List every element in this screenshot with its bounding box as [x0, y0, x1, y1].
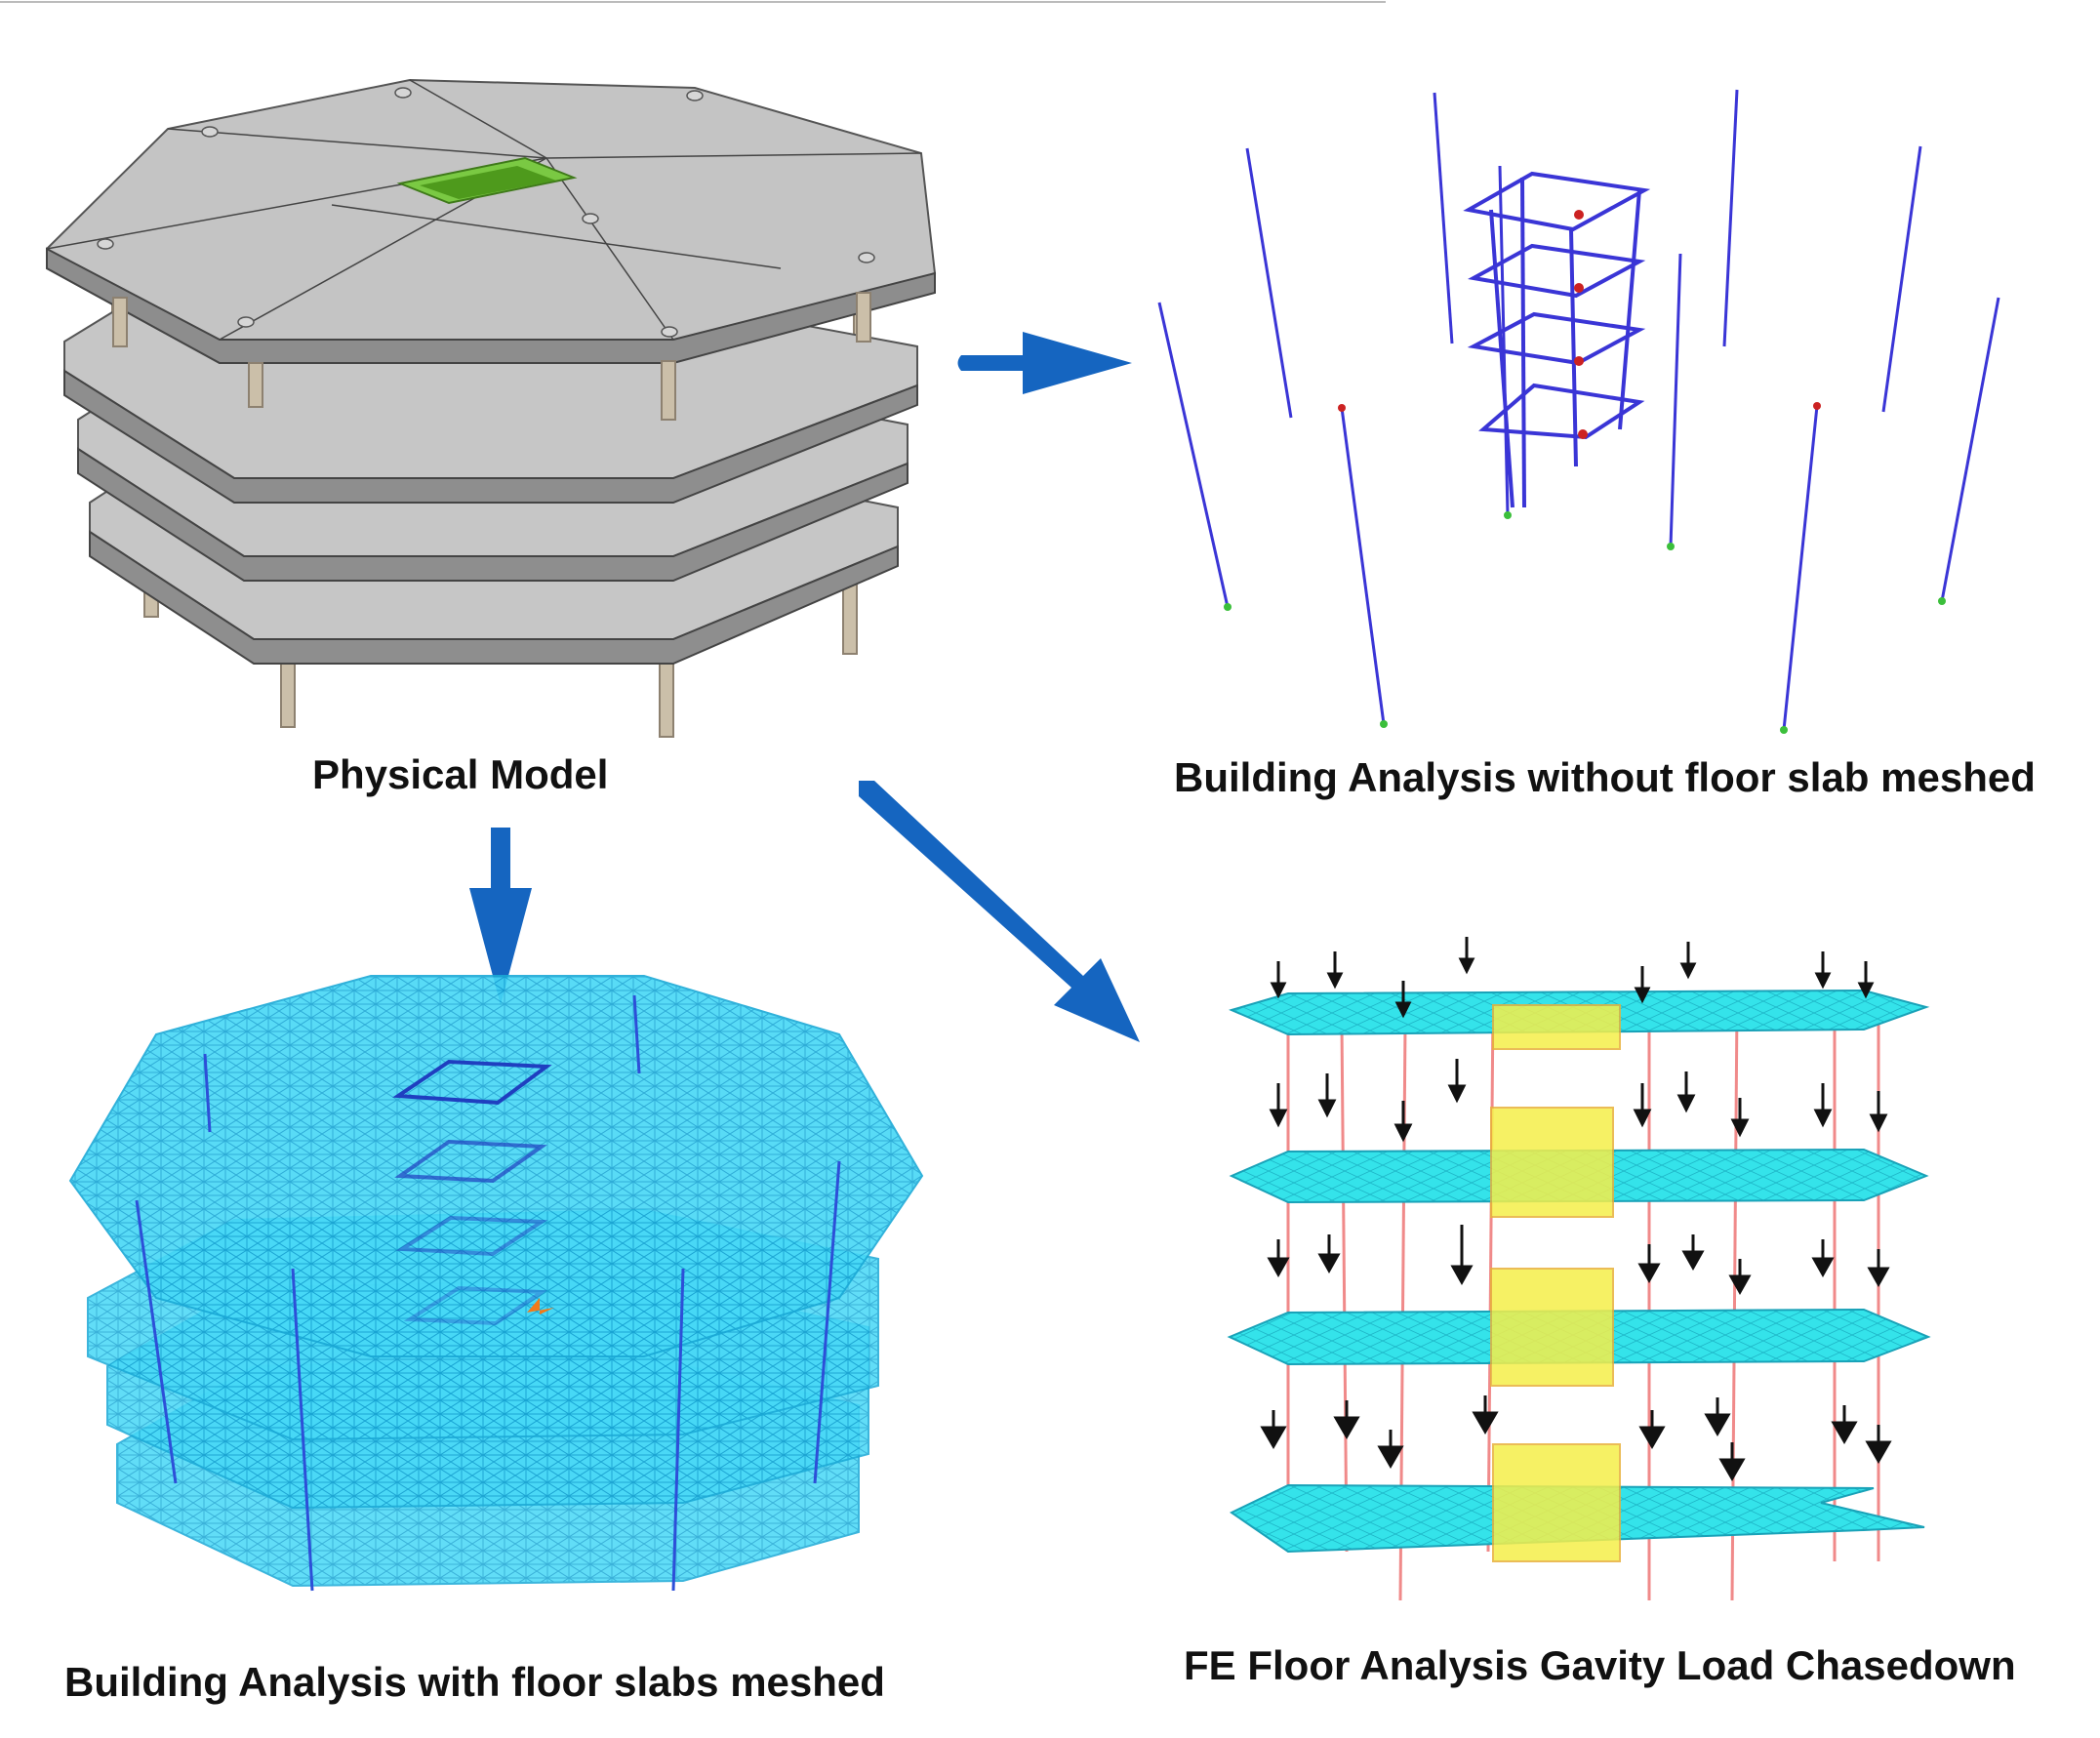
flow-arrow-right: [957, 332, 1132, 394]
stick-model-nodes: [1224, 210, 1946, 734]
support-triangle-icon: [527, 1298, 554, 1314]
fe-floor-model-view: [1227, 937, 1931, 1601]
caption-with-mesh: Building Analysis with floor slabs meshe…: [64, 1659, 885, 1705]
load-arrow-icon: [1260, 937, 1892, 1481]
meshed-model-view: [68, 975, 924, 1592]
physical-model-view: [46, 78, 937, 738]
flow-arrow-down: [469, 828, 532, 1005]
caption-chasedown: FE Floor Analysis Gavity Load Chasedown: [1184, 1642, 2016, 1688]
physical-slab-roof: [46, 78, 937, 364]
stick-model-view: [1157, 89, 2000, 731]
caption-physical-model: Physical Model: [312, 751, 609, 797]
caption-without-mesh: Building Analysis without floor slab mes…: [1174, 754, 2036, 800]
flow-arrow-diagonal: [859, 781, 1140, 1042]
